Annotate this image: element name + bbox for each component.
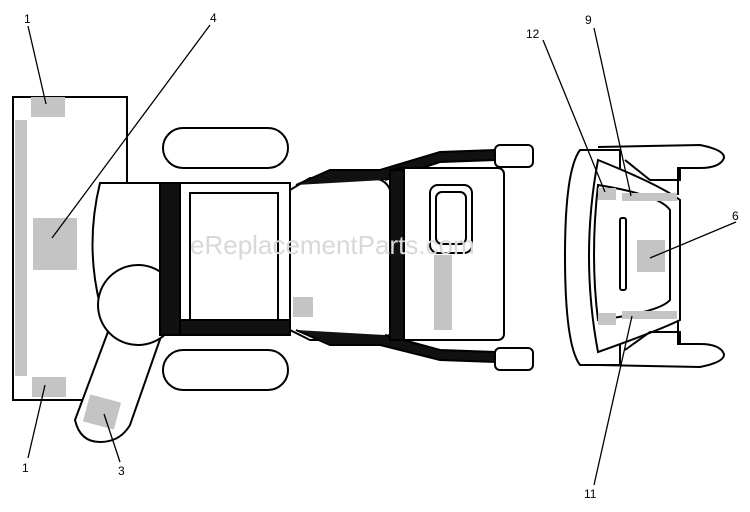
decal-6 [637,240,665,272]
decal-11a [598,313,616,325]
callout-9: 9 [585,13,592,27]
callout-11: 11 [584,487,597,501]
callout-1-bottom: 1 [22,461,29,475]
engine-body [289,144,534,371]
decal-group-left [31,97,452,430]
decal-11b [622,311,677,319]
callout-1-top: 1 [24,12,31,26]
handle-assembly [563,143,725,369]
decal-group-right [598,188,677,325]
decal-1-top [31,97,65,117]
decal-4 [33,218,77,270]
discharge-chute [73,182,179,444]
frame [159,127,291,391]
decal-1-bottom [32,377,66,397]
decal-9 [622,193,677,201]
decal-body-small [293,297,313,317]
decal-body-strip [434,255,452,330]
callout-4: 4 [210,11,217,25]
callout-6: 6 [732,209,739,223]
decal-3 [82,394,122,430]
callout-12: 12 [526,27,540,41]
decal-12 [598,188,616,200]
watermark: eReplacementParts.com [190,230,475,260]
callout-3: 3 [118,464,125,478]
leader-lines [27,24,737,486]
